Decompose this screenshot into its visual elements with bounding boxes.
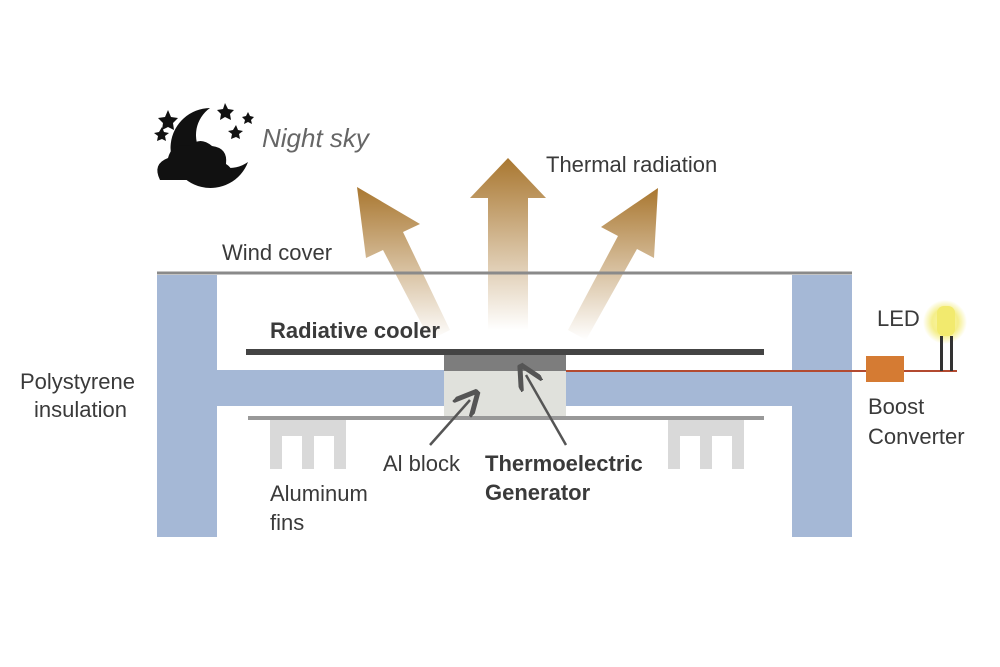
thermal-radiation-arrows xyxy=(357,158,658,340)
fins-label-line2: fins xyxy=(270,510,304,535)
polystyrene-label-line2: insulation xyxy=(34,397,127,422)
teg-label-line1: Thermoelectric xyxy=(485,451,643,476)
teg-pointer xyxy=(526,375,568,446)
wind-cover-label: Wind cover xyxy=(222,240,332,265)
radiative-cooler xyxy=(246,349,764,355)
lower-plate xyxy=(248,416,764,420)
led-label: LED xyxy=(877,306,920,331)
al-block-label: Al block xyxy=(383,451,461,476)
thermoelectric-generator xyxy=(444,355,566,371)
boost-converter xyxy=(866,356,904,382)
radiative-cooler-label: Radiative cooler xyxy=(270,318,440,343)
moon-cloud-stars-icon xyxy=(154,103,254,188)
led-icon xyxy=(923,300,967,371)
radiation-arrow-left xyxy=(357,187,450,340)
al-block-pointer xyxy=(429,400,470,446)
aluminum-fins-right xyxy=(668,420,744,469)
boost-label-line2: Converter xyxy=(868,424,965,449)
night-sky-label: Night sky xyxy=(262,123,371,153)
thermal-radiation-label: Thermal radiation xyxy=(546,152,717,177)
fins-label-line1: Aluminum xyxy=(270,481,368,506)
radiation-arrow-center xyxy=(470,158,546,330)
boost-label-line1: Boost xyxy=(868,394,924,419)
polystyrene-label-line1: Polystyrene xyxy=(20,369,135,394)
aluminum-fins-left xyxy=(270,420,346,469)
teg-label-line2: Generator xyxy=(485,480,591,505)
radiation-arrow-right xyxy=(568,188,658,340)
